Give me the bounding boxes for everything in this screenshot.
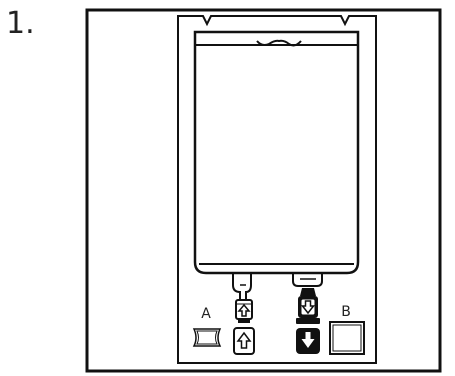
arrow-down-icon: [300, 300, 316, 315]
arrow-up-icon: [237, 303, 251, 317]
port-b-symbol: [329, 321, 365, 355]
hang-slot: [256, 39, 302, 47]
port-a-tube: [232, 272, 252, 300]
port-a-cap: [233, 327, 255, 355]
iv-bag: [193, 30, 360, 275]
port-b-connector: [296, 288, 320, 324]
bag-body: [193, 30, 360, 275]
step-number: 1.: [6, 6, 35, 41]
port-b-tube: [292, 272, 323, 287]
port-a-label: A: [201, 306, 211, 322]
arrow-down-icon: [301, 332, 315, 348]
port-a-symbol: [192, 328, 222, 347]
port-b-cap: [296, 328, 320, 354]
arrow-up-icon: [236, 331, 252, 349]
port-b-label: B: [341, 304, 351, 320]
port-a-connector: [235, 299, 253, 323]
